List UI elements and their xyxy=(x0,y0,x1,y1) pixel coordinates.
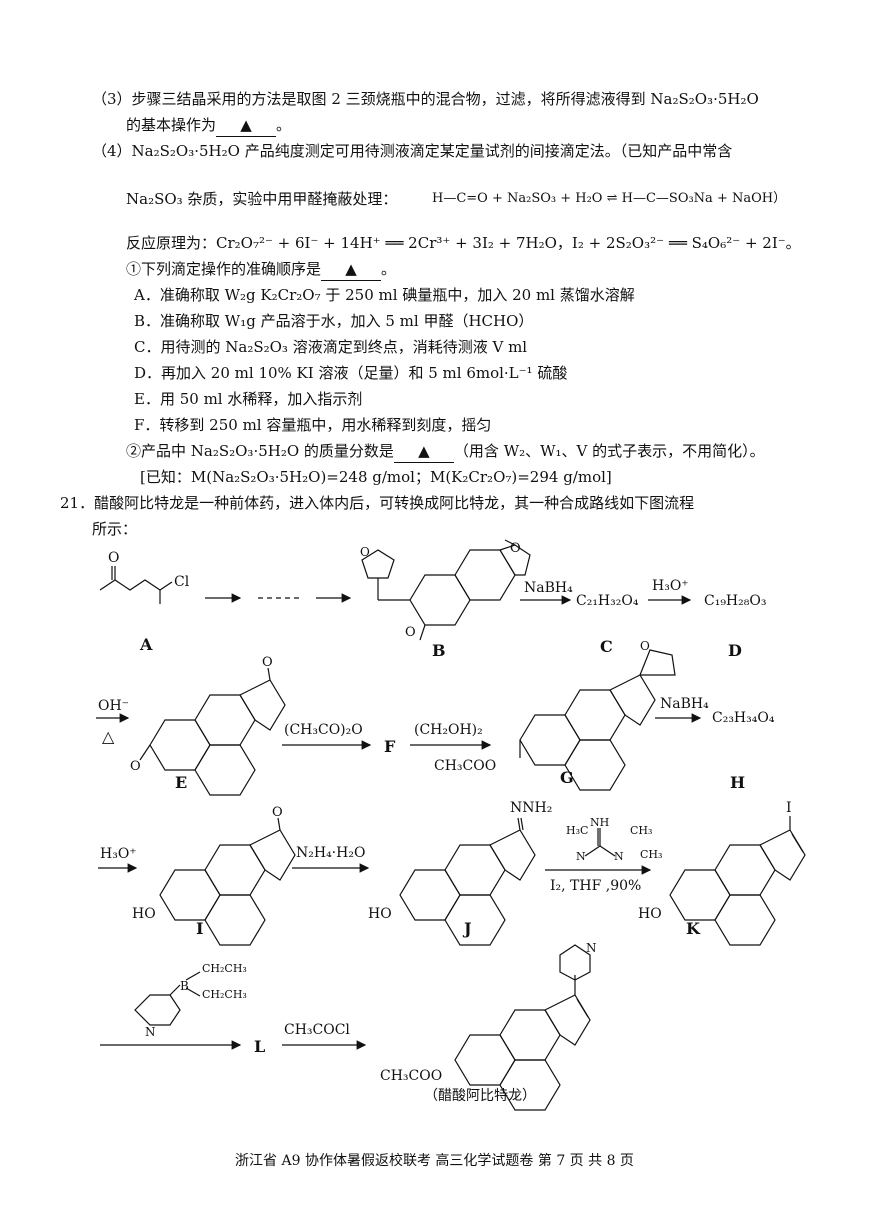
q3-line1: （3）步骤三结晶采用的方法是取图 2 三颈烧瓶中的混合物，过滤，将所得滤液得到 … xyxy=(92,90,759,108)
q4-sub2-post: （用含 W₂、W₁、V 的式子表示，不用简化）。 xyxy=(453,442,765,460)
compound-abiraterone-acetate xyxy=(454,944,591,1111)
group-ho: HO xyxy=(132,906,156,922)
reagent-heat: △ xyxy=(102,727,115,746)
q3-line2-pre: 的基本操作为 xyxy=(126,116,217,134)
group-ch3: CH₃ xyxy=(630,824,652,837)
label-k: K xyxy=(686,919,701,938)
atom-n: N xyxy=(614,850,624,863)
compound-k xyxy=(669,816,806,946)
compound-b xyxy=(361,539,531,641)
atom-cl: Cl xyxy=(174,574,190,590)
atom-o: O xyxy=(640,639,650,653)
atom-o: O xyxy=(360,545,370,559)
label-h: H xyxy=(730,773,745,792)
q4-line3: 反应原理为：Cr₂O₇²⁻ + 6I⁻ + 14H⁺ ══ 2Cr³⁺ + 3I… xyxy=(126,234,801,252)
answer-blank: ▲ xyxy=(216,114,277,137)
q4-line1: （4）Na₂S₂O₃·5H₂O 产品纯度测定可用待测液滴定某定量试剂的间接滴定法… xyxy=(92,142,733,160)
label-f: F xyxy=(384,737,396,756)
atom-i: I xyxy=(786,800,792,816)
label-b: B xyxy=(432,641,446,660)
atom-o: O xyxy=(405,625,416,640)
page-footer: 浙江省 A9 协作体暑假返校联考 高三化学试题卷 第 7 页 共 8 页 xyxy=(235,1153,634,1169)
reagent-nabh4: NaBH₄ xyxy=(660,696,709,712)
group-nh: NH xyxy=(590,816,609,829)
group-ch3: H₃C xyxy=(566,824,588,837)
compound-a xyxy=(99,566,173,604)
label-j: J xyxy=(462,919,472,938)
label-g: G xyxy=(560,768,574,787)
option-e: E．用 50 ml 水稀释，加入指示剂 xyxy=(134,390,363,408)
product-name: （醋酸阿比特龙） xyxy=(424,1088,536,1104)
q21-line2: 所示： xyxy=(92,520,138,538)
q4-sub1-post: 。 xyxy=(381,260,397,278)
group-nnh2: NNH₂ xyxy=(510,800,552,816)
atom-n: N xyxy=(586,941,597,955)
atom-b: B xyxy=(180,979,189,993)
q3-line2-post: 。 xyxy=(276,116,292,134)
formula-h: C₂₃H₃₄O₄ xyxy=(712,710,775,726)
q21-line1: 21．醋酸阿比特龙是一种前体药，进入体内后，可转换成阿比特龙，其一种合成路线如下… xyxy=(60,494,695,512)
atom-o: O xyxy=(130,759,141,774)
reagent-pyridylborane xyxy=(134,971,201,1026)
q4-line2: Na₂SO₃ 杂质，实验中用甲醛掩蔽处理： xyxy=(126,190,398,208)
reagent-acetyl-chloride: CH₃COCl xyxy=(284,1022,350,1038)
group-acetate: CH₃COO xyxy=(380,1068,442,1084)
atom-o: O xyxy=(108,550,119,566)
option-b: B．准确称取 W₁g 产品溶于水，加入 5 ml 甲醛（HCHO） xyxy=(134,312,534,330)
atom-o: O xyxy=(510,541,521,556)
answer-blank: ▲ xyxy=(393,440,454,463)
q4-sub2: ②产品中 Na₂S₂O₃·5H₂O 的质量分数是▲（用含 W₂、W₁、V 的式子… xyxy=(126,440,765,463)
q4-sub1: ①下列滴定操作的准确顺序是▲。 xyxy=(126,258,396,281)
reagent-i2: I₂, THF ,90% xyxy=(550,878,641,894)
q4-known: [已知：M(Na₂S₂O₃·5H₂O)=248 g/mol；M(K₂Cr₂O₇)… xyxy=(140,468,612,486)
option-f: F．转移到 250 ml 容量瓶中，用水稀释到刻度，摇匀 xyxy=(134,416,492,434)
compound-g xyxy=(519,649,676,791)
reagent-oh: OH⁻ xyxy=(98,698,129,714)
compound-j xyxy=(399,817,536,946)
option-c: C．用待测的 Na₂S₂O₃ 溶液滴定到终点，消耗待测液 V ml xyxy=(134,338,528,356)
q4-sub1-pre: ①下列滴定操作的准确顺序是 xyxy=(126,260,322,278)
reagent-ac2o: (CH₃CO)₂O xyxy=(284,722,363,738)
reagent-glycol: (CH₂OH)₂ xyxy=(414,722,483,738)
reagent-h3o: H₃O⁺ xyxy=(652,578,689,594)
label-d: D xyxy=(728,641,742,660)
compound-e xyxy=(139,667,286,796)
reagent-tmg xyxy=(584,828,616,857)
label-l: L xyxy=(254,1037,265,1056)
group-ethyl: CH₂CH₃ xyxy=(202,962,247,975)
atom-o: O xyxy=(262,655,273,670)
formula-d: C₁₉H₂₈O₃ xyxy=(704,593,766,609)
q4-sub2-pre: ②产品中 Na₂S₂O₃·5H₂O 的质量分数是 xyxy=(126,442,394,460)
label-c: C xyxy=(600,637,613,656)
reagent-hydrazine: N₂H₄·H₂O xyxy=(296,845,365,861)
reagent-nabh4: NaBH₄ xyxy=(524,580,573,596)
q4-masking-equation: H—C=O + Na₂SO₃ + H₂O ⇌ H—C—SO₃Na + NaOH） xyxy=(432,191,787,206)
atom-o: O xyxy=(272,805,283,820)
label-i: I xyxy=(196,919,203,938)
atom-n: N xyxy=(145,1025,156,1039)
group-ethyl: CH₂CH₃ xyxy=(202,988,247,1001)
group-ho: HO xyxy=(638,906,662,922)
group-acetate: CH₃COO xyxy=(434,758,496,774)
label-e: E xyxy=(175,773,187,792)
q3-line2: 的基本操作为▲。 xyxy=(126,114,291,137)
option-d: D．再加入 20 ml 10% KI 溶液（足量）和 5 ml 6mol·L⁻¹… xyxy=(134,364,568,382)
group-ch3: CH₃ xyxy=(640,848,662,861)
formula-c: C₂₁H₃₂O₄ xyxy=(576,593,639,609)
atom-n: N xyxy=(576,850,586,863)
answer-blank: ▲ xyxy=(321,258,382,281)
option-a: A．准确称取 W₂g K₂Cr₂O₇ 于 250 ml 碘量瓶中，加入 20 m… xyxy=(134,286,635,304)
reagent-h3o: H₃O⁺ xyxy=(100,846,137,862)
group-ho: HO xyxy=(368,906,392,922)
compound-i xyxy=(159,817,296,946)
label-a: A xyxy=(139,635,153,654)
